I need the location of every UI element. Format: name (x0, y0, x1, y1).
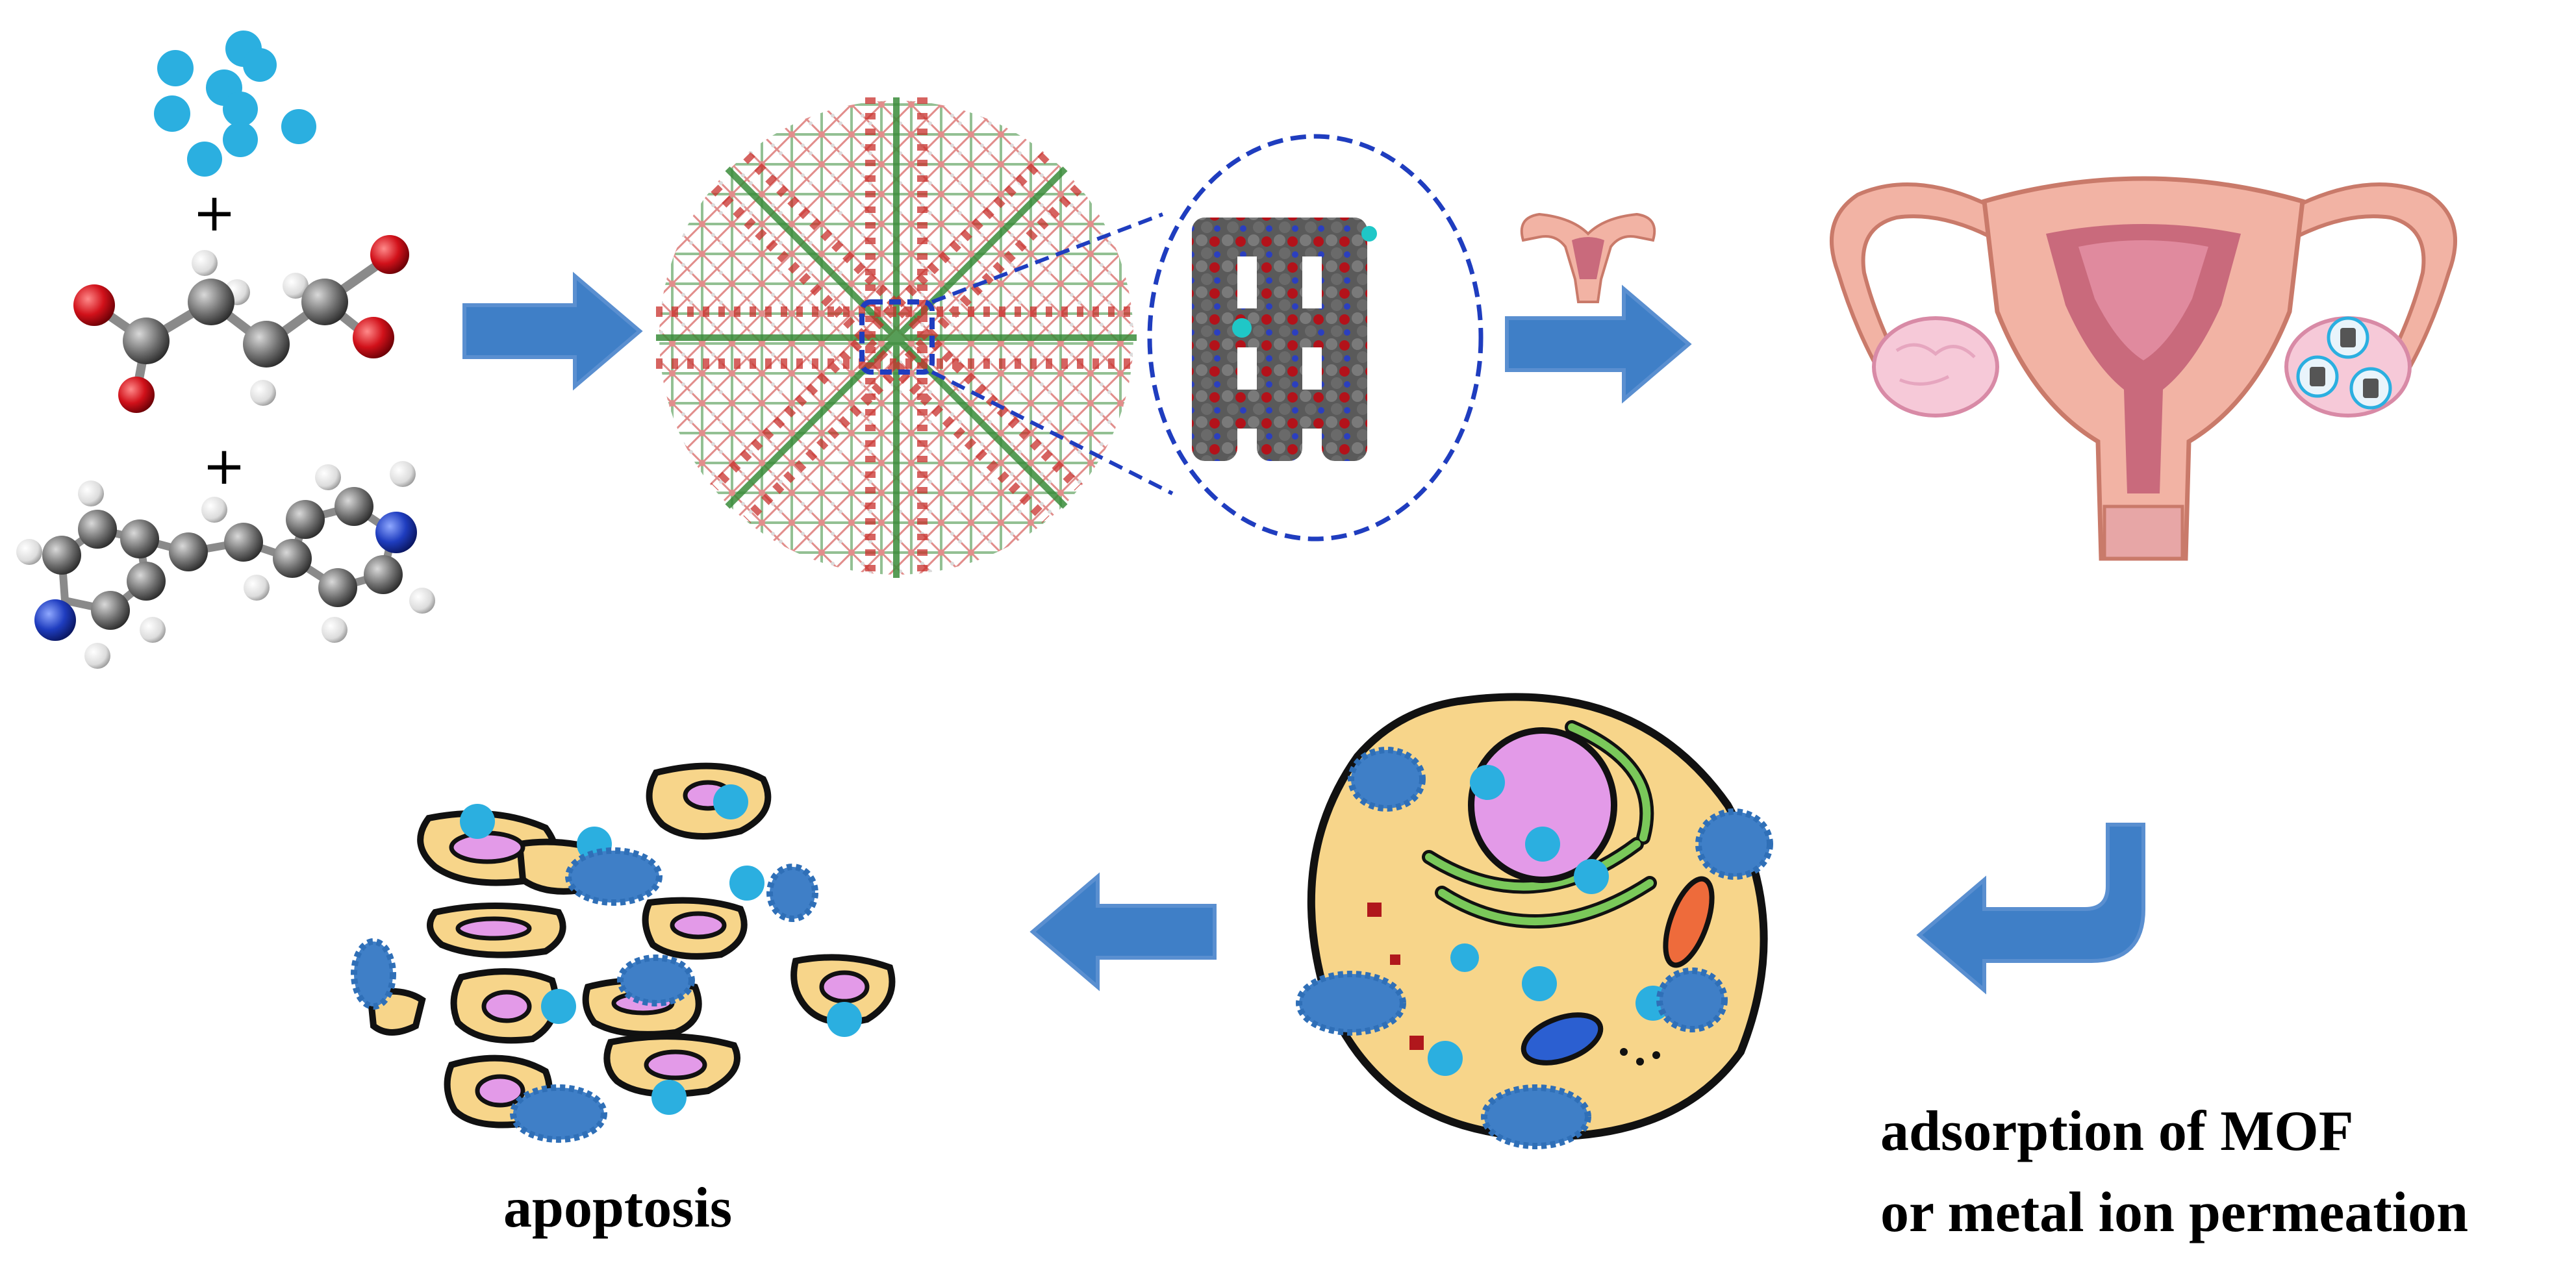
mof-pore-zoom-icon (1147, 134, 1484, 542)
metal-ion-cluster-icon (154, 31, 316, 177)
apoptosis-caption: apoptosis (503, 1177, 733, 1240)
uterus-thumbnail-icon (1520, 212, 1656, 303)
zoom-connector-lines (931, 212, 1174, 495)
arrow-right-icon (1505, 284, 1692, 404)
plus-sign: + (202, 436, 246, 496)
apoptotic-cells-icon (351, 762, 896, 1143)
adsorption-caption: adsorption of MOF or metal ion permeatio… (1880, 1091, 2468, 1253)
arrow-right-icon (462, 271, 643, 391)
bipyridyl-ethylene-molecule-icon (16, 461, 435, 669)
adsorption-caption-line1: adsorption of MOF (1880, 1100, 2354, 1163)
uterus-ovaries-icon (1830, 176, 2457, 561)
arrow-curved-icon (1916, 823, 2145, 995)
cell-icon (1296, 693, 1773, 1149)
arrow-left-icon (1029, 872, 1217, 991)
adsorption-caption-line2: or metal ion permeation (1880, 1181, 2469, 1244)
mof-framework-icon (656, 97, 1137, 578)
plus-sign: + (192, 182, 236, 243)
dicarboxylic-acid-molecule-icon (73, 235, 409, 413)
